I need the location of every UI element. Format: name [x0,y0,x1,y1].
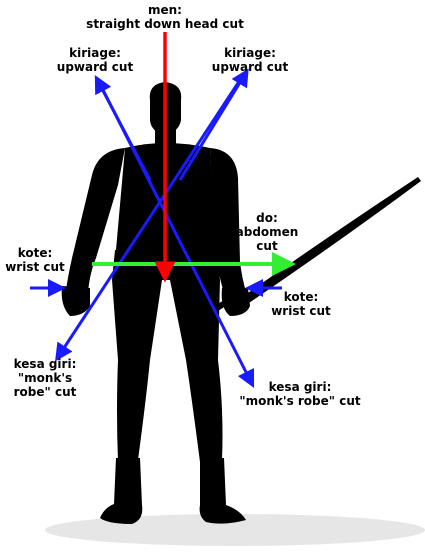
do-label: do: abdomen cut [232,211,302,253]
kesa-giri-right-term: kesa giri: [268,380,332,394]
kiriage-left-label: kiriage: upward cut [50,46,140,74]
kesa-giri-left-line3: robe" cut [13,385,77,399]
do-term: do: [256,211,278,225]
kiriage-left-desc: upward cut [56,60,134,74]
kesa-giri-right-desc: "monk's robe" cut [239,394,361,408]
kiriage-left-term: kiriage: [69,46,121,60]
kiriage-right-desc: upward cut [211,60,289,74]
floor-shadow [45,514,425,546]
men-desc: straight down head cut [86,17,244,31]
do-line2: abdomen [235,225,299,239]
men-term: men: [148,3,182,17]
kote-left-label: kote: wrist cut [0,246,70,274]
kote-right-term: kote: [283,290,319,304]
kote-left-term: kote: [17,246,53,260]
kesa-giri-left-arrow [55,79,242,362]
do-line3: cut [256,239,278,253]
kesa-giri-left-line2: "monk's [17,371,73,385]
kote-right-desc: wrist cut [271,304,331,318]
kesa-giri-left-label: kesa giri: "monk's robe" cut [0,357,90,399]
kiriage-right-label: kiriage: upward cut [205,46,295,74]
kesa-giri-right-label: kesa giri: "monk's robe" cut [236,380,364,408]
men-label: men: straight down head cut [84,3,246,31]
kiriage-right-term: kiriage: [224,46,276,60]
kiriage-right-arrow [178,68,249,181]
kesa-giri-left-term: kesa giri: [13,357,77,371]
kote-left-desc: wrist cut [5,260,65,274]
kote-right-label: kote: wrist cut [266,290,336,318]
kiriage-left-arrow [94,75,152,181]
